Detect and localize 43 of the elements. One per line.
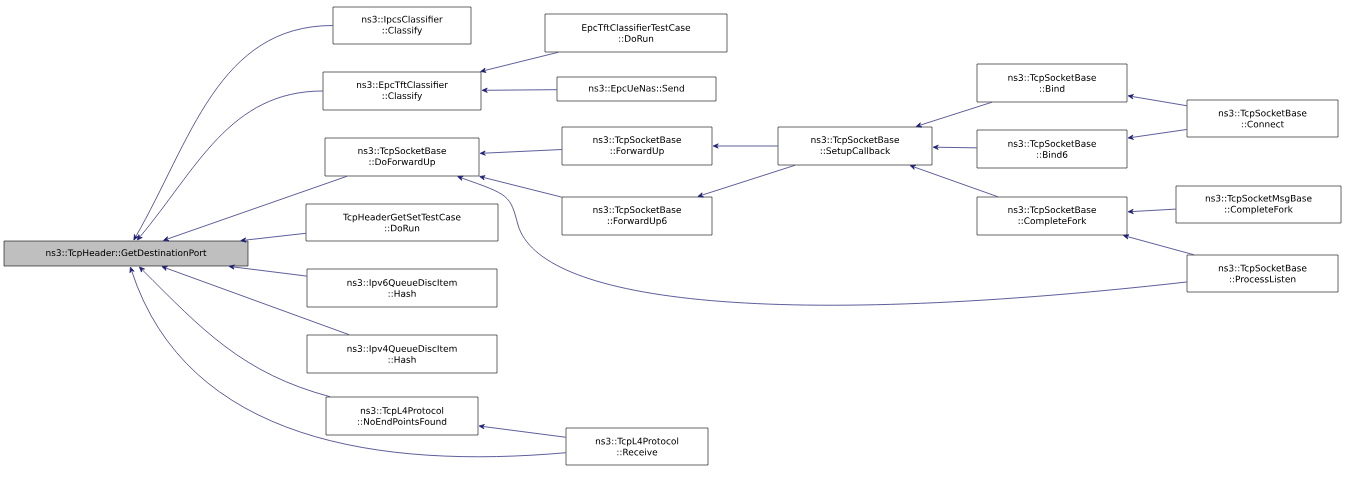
function-box: ns3::TcpSocketBase ::SetupCallback [777, 126, 933, 166]
arrow [479, 149, 563, 156]
function-box: TcpHeaderGetSetTestCase ::DoRun [305, 203, 499, 242]
arrow [163, 175, 348, 242]
function-box: EpcTftClassifierTestCase ::DoRun [544, 13, 728, 53]
arrow [479, 175, 563, 198]
arrow [909, 164, 999, 198]
arrow [1127, 94, 1188, 107]
function-box: ns3::Ipv6QueueDiscItem ::Hash [306, 268, 498, 308]
arrow [480, 51, 559, 73]
function-box: ns3::TcpSocketMsgBase ::CompleteFork [1175, 185, 1342, 224]
arrow [457, 175, 1188, 306]
function-box: ns3::EpcTftClassifier ::Classify [322, 71, 482, 111]
arrow [240, 232, 307, 243]
arrow [129, 266, 567, 458]
arrow [932, 144, 978, 150]
function-box: ns3::TcpSocketBase ::Bind6 [976, 129, 1128, 169]
function-box: ns3::Ipv4QueueDiscItem ::Hash [306, 334, 498, 374]
function-box: ns3::TcpSocketBase ::ForwardUp [561, 126, 713, 166]
function-box: ns3::TcpSocketBase ::Bind [976, 63, 1128, 103]
arrow [139, 266, 331, 398]
function-box: ns3::TcpHeader::GetDestinationPort [3, 240, 249, 267]
arrow [915, 101, 993, 128]
arrow [481, 87, 558, 93]
function-box: ns3::TcpL4Protocol ::Receive [565, 427, 709, 466]
arrow [133, 25, 334, 241]
arrow [1127, 208, 1177, 214]
function-box: ns3::IpcsClassifier ::Classify [332, 6, 472, 45]
arrow [161, 265, 350, 336]
arrow [228, 264, 308, 277]
function-box: ns3::TcpL4Protocol ::NoEndPointsFound [325, 396, 479, 436]
function-box: ns3::TcpSocketBase ::Connect [1186, 99, 1339, 138]
arrow [1123, 234, 1195, 256]
function-box: ns3::TcpSocketBase ::ForwardUp6 [561, 196, 713, 236]
function-box: ns3::EpcUeNas::Send [556, 76, 717, 102]
function-box: ns3::TcpSocketBase ::ProcessListen [1186, 254, 1339, 293]
arrow [136, 90, 324, 241]
arrow [1127, 129, 1188, 140]
arrow [478, 424, 567, 438]
arrow [697, 164, 796, 198]
function-box: ns3::TcpSocketBase ::DoForwardUp [324, 137, 480, 177]
arrow [712, 143, 779, 149]
function-box: ns3::TcpSocketBase ::CompleteFork [976, 196, 1128, 236]
